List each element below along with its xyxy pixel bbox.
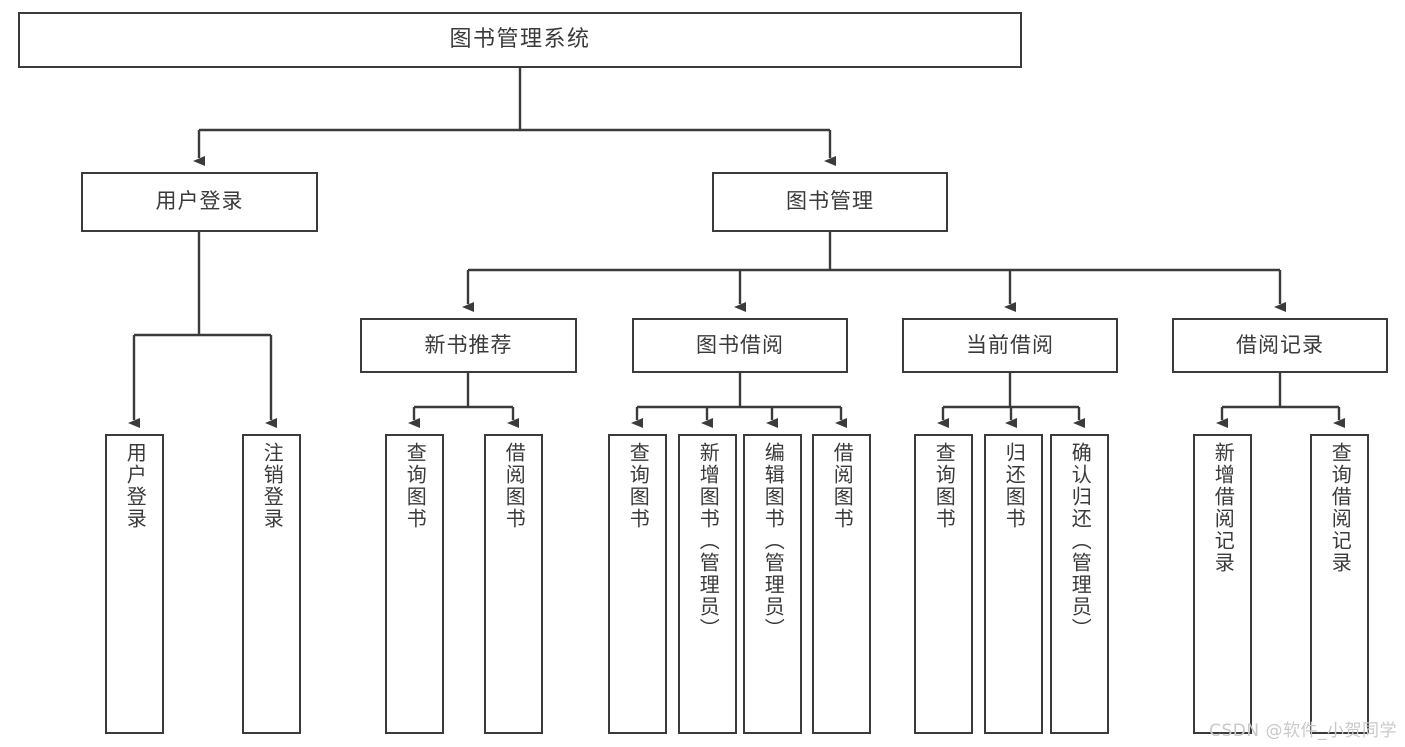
node-label: 注销登录 [260, 442, 285, 530]
node-leaf-logout[interactable]: 注销登录 [242, 434, 301, 734]
node-label: 用户登录 [123, 442, 148, 530]
node-current-borrow[interactable]: 当前借阅 [902, 318, 1118, 373]
node-leaf-user-login[interactable]: 用户登录 [105, 434, 164, 734]
node-leaf-add-record[interactable]: 新增借阅记录 [1193, 434, 1252, 734]
node-leaf-confirm-return[interactable]: 确认归还（管理员） [1050, 434, 1109, 734]
csdn-watermark: CSDN @软件_小贺同学 [1209, 721, 1397, 741]
node-leaf-query-book-1[interactable]: 查询图书 [385, 434, 444, 734]
node-label: 当前借阅 [966, 332, 1054, 357]
node-label: 新增图书（管理员） [696, 442, 721, 640]
node-label: 借阅图书 [502, 442, 527, 530]
node-user-login[interactable]: 用户登录 [81, 172, 318, 232]
node-leaf-edit-book[interactable]: 编辑图书（管理员） [743, 434, 802, 734]
node-leaf-query-record[interactable]: 查询借阅记录 [1310, 434, 1369, 734]
node-label: 图书借阅 [696, 332, 784, 357]
node-label: 查询图书 [932, 442, 957, 530]
node-label: 图书管理 [786, 189, 874, 214]
node-new-book-recommend[interactable]: 新书推荐 [360, 318, 577, 373]
node-label: 归还图书 [1002, 442, 1027, 530]
node-root-system[interactable]: 图书管理系统 [18, 12, 1022, 68]
node-label: 查询图书 [626, 442, 651, 530]
node-leaf-return-book[interactable]: 归还图书 [984, 434, 1043, 734]
node-label: 借阅图书 [830, 442, 855, 530]
node-label: 查询图书 [403, 442, 428, 530]
node-leaf-borrow-book-1[interactable]: 借阅图书 [484, 434, 543, 734]
node-label: 确认归还（管理员） [1068, 442, 1093, 640]
node-borrow-record[interactable]: 借阅记录 [1172, 318, 1388, 373]
node-leaf-add-book[interactable]: 新增图书（管理员） [678, 434, 737, 734]
node-leaf-query-book-2[interactable]: 查询图书 [608, 434, 667, 734]
node-label: 新书推荐 [424, 332, 513, 357]
node-book-manage[interactable]: 图书管理 [712, 172, 948, 232]
node-book-borrow[interactable]: 图书借阅 [632, 318, 848, 373]
node-label: 图书管理系统 [449, 26, 591, 52]
node-label: 查询借阅记录 [1328, 442, 1353, 574]
node-label: 新增借阅记录 [1211, 442, 1236, 574]
node-leaf-borrow-book-2[interactable]: 借阅图书 [812, 434, 871, 734]
node-label: 编辑图书（管理员） [761, 442, 786, 640]
node-leaf-query-book-3[interactable]: 查询图书 [914, 434, 973, 734]
node-label: 用户登录 [155, 189, 244, 214]
node-label: 借阅记录 [1236, 332, 1324, 357]
